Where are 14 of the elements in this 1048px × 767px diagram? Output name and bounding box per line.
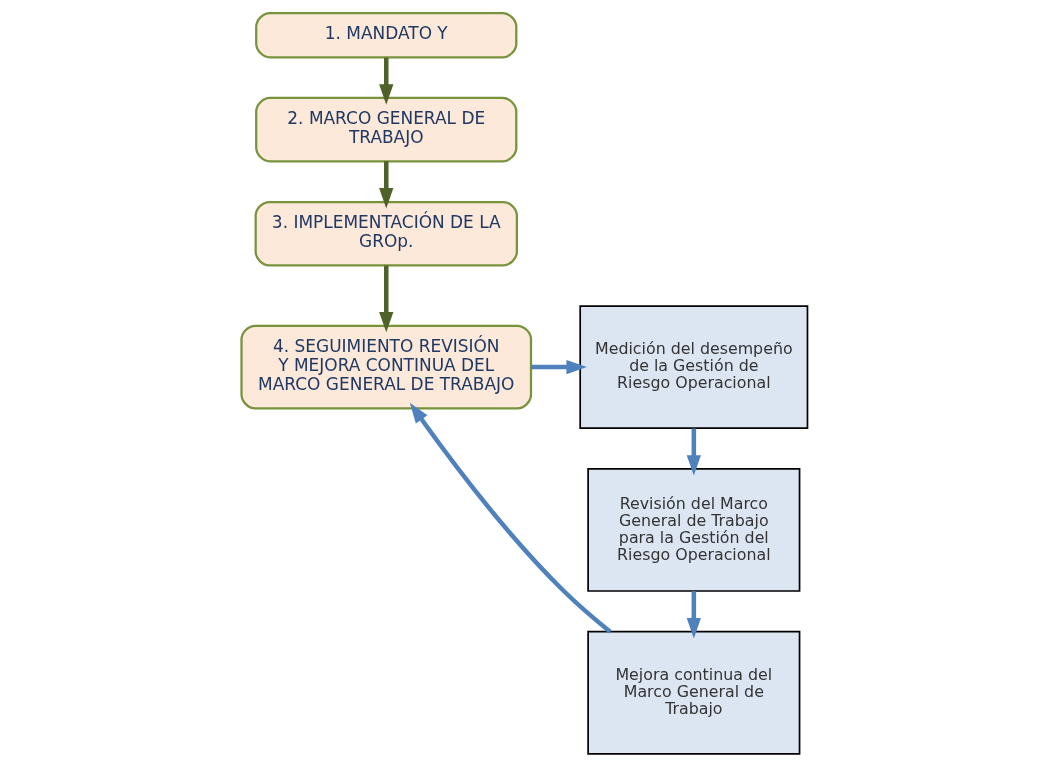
node-box: Revisión del Marco General de Trabajo para la Gestión del Riesgo Operacional <box>586 468 800 592</box>
node-box: 1. MANDATO Y <box>254 12 517 59</box>
arrow <box>530 359 587 375</box>
arrow <box>378 265 393 333</box>
node-box: Mejora continua del Marco General de Trabajo <box>586 630 800 755</box>
node-box: 4. SEGUIMIENTO REVISIÓN Y MEJORA CONTINUA DEL MARCO GENERAL DE TRABAJO <box>239 324 532 410</box>
arrow <box>686 428 701 476</box>
arrow <box>378 57 393 105</box>
node-box: 2. MARCO GENERAL DE TRABAJO <box>254 96 517 163</box>
arrow <box>378 161 393 209</box>
arrow <box>686 591 701 639</box>
arrow <box>409 402 612 634</box>
node-box: Medición del desempeño de la Gestión de Riesgo Operacional <box>578 305 808 430</box>
node-box: 3. IMPLEMENTACIÓN DE LA GROp. <box>254 200 518 267</box>
